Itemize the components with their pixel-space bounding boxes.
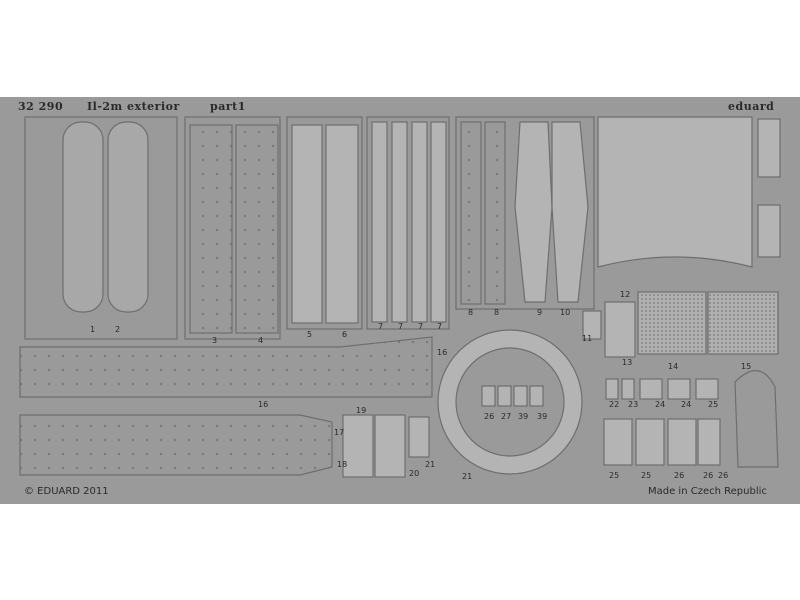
part-1	[62, 121, 104, 313]
part-number-label: 26	[718, 471, 728, 480]
part-5-6-frame	[286, 116, 363, 330]
part-number-label: 27	[501, 412, 511, 421]
part-number-label: 26	[674, 471, 684, 480]
part-13	[757, 118, 781, 178]
part-number-label: 2	[115, 325, 120, 334]
copyright-text: © EDUARD 2011	[24, 486, 109, 497]
part-number-label: 17	[334, 428, 344, 437]
part-7a	[371, 121, 388, 323]
part-40b	[529, 385, 544, 407]
part-24a	[605, 378, 619, 400]
part-25c	[695, 378, 719, 400]
part-number-label: 11	[582, 334, 592, 343]
part-number-label: 16	[437, 348, 447, 357]
part-1-2-frame	[24, 116, 178, 340]
part-18	[19, 336, 433, 398]
part-number-label: 24	[655, 400, 665, 409]
part-21b	[374, 414, 406, 478]
part-26d	[697, 418, 721, 466]
part-22	[408, 416, 430, 458]
part-number-label: 22	[609, 400, 619, 409]
part-number-label: 3	[212, 336, 217, 345]
part-number-label: 24	[681, 400, 691, 409]
brand-logo: eduard	[728, 100, 775, 113]
part-14	[757, 204, 781, 258]
part-number-label: 18	[337, 460, 347, 469]
part-number-label: 1	[90, 325, 95, 334]
part-8b	[484, 121, 506, 305]
part-number-label: 39	[537, 412, 547, 421]
part-26a	[603, 418, 633, 466]
part-5	[291, 124, 323, 324]
part-7-frame	[366, 116, 450, 330]
part-number-label: 4	[258, 336, 263, 345]
part-6	[325, 124, 359, 324]
part-number-label: 26	[703, 471, 713, 480]
part-24b	[621, 378, 635, 400]
part-19-20	[19, 414, 333, 476]
part-number-label: 26	[484, 412, 494, 421]
sheet-code: 32 290	[18, 100, 64, 113]
part-21a	[342, 414, 374, 478]
part-39b	[497, 385, 512, 407]
part-number-label: 25	[641, 471, 651, 480]
origin-text: Made in Czech Republic	[648, 486, 767, 497]
part-16a	[637, 291, 707, 355]
part-12	[597, 116, 753, 268]
part-number-label: 21	[462, 472, 472, 481]
part-number-label: 10	[560, 308, 570, 317]
part-number-label: 7	[378, 322, 383, 331]
part-number-label: 15	[741, 362, 751, 371]
sheet-title: Il-2m exterior	[87, 100, 180, 113]
part-number-label: 6	[342, 330, 347, 339]
part-number-label: 23	[628, 400, 638, 409]
part-8a	[460, 121, 482, 305]
part-7c	[411, 121, 428, 323]
part-8-10-frame	[455, 116, 595, 310]
part-10	[551, 121, 589, 303]
part-3	[189, 124, 233, 334]
part-number-label: 5	[307, 330, 312, 339]
part-4	[235, 124, 279, 334]
part-25a	[639, 378, 663, 400]
part-25b	[667, 378, 691, 400]
part-7b	[391, 121, 408, 323]
part-15	[604, 301, 636, 358]
part-11	[582, 310, 602, 340]
part-number-label: 25	[708, 400, 718, 409]
part-number-label: 16	[258, 400, 268, 409]
part-39a	[481, 385, 496, 407]
part-number-label: 12	[620, 290, 630, 299]
part-number-label: 13	[622, 358, 632, 367]
part-3-4-frame	[184, 116, 281, 340]
part-9	[514, 121, 553, 303]
part-40a	[513, 385, 528, 407]
part-number-label: 9	[537, 308, 542, 317]
part-number-label: 8	[468, 308, 473, 317]
part-27	[734, 370, 779, 468]
part-2	[107, 121, 149, 313]
part-26b	[635, 418, 665, 466]
part-16b	[707, 291, 779, 355]
part-26c	[667, 418, 697, 466]
part-7d	[430, 121, 447, 323]
part-number-label: 14	[668, 362, 678, 371]
part-number-label: 21	[425, 460, 435, 469]
part-number-label: 7	[398, 322, 403, 331]
part-number-label: 39	[518, 412, 528, 421]
part-number-label: 7	[418, 322, 423, 331]
part-number-label: 7	[437, 322, 442, 331]
part-number-label: 19	[356, 406, 366, 415]
part-number-label: 20	[409, 469, 419, 478]
part-number-label: 8	[494, 308, 499, 317]
sheet-part: part1	[210, 100, 246, 113]
part-number-label: 25	[609, 471, 619, 480]
